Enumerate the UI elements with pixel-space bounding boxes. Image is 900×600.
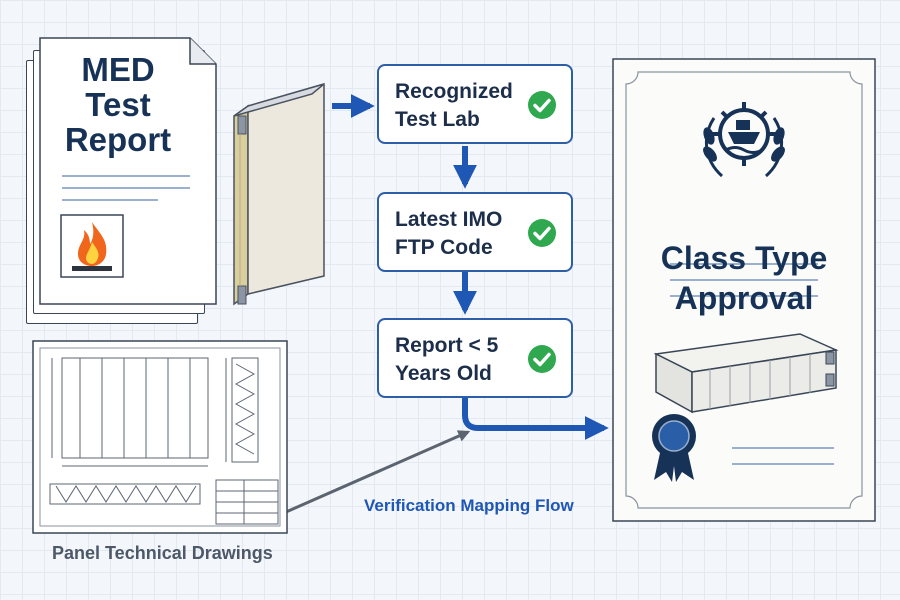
certificate-title-line-2: Approval: [674, 280, 814, 316]
step-1-label: Recognized Test Lab: [395, 78, 525, 134]
step-1-line-2: Test Lab: [395, 108, 480, 131]
report-title-line-3: Report: [64, 121, 172, 158]
panel-sample-icon: [233, 83, 325, 306]
step-3-line-2: Years Old: [395, 362, 492, 385]
arrow-drawings-to-flow: [285, 430, 471, 514]
approved-panel-icon: [653, 333, 839, 414]
section-view: [225, 357, 259, 463]
rosette-seal-icon: [652, 414, 696, 482]
ship-wheel-emblem-icon: [703, 102, 785, 178]
flow-caption: Verification Mapping Flow: [364, 496, 574, 515]
check-icon: [528, 219, 556, 247]
front-elevation: [51, 357, 209, 467]
check-icon: [528, 91, 556, 119]
step-recognized-test-lab: Recognized Test Lab: [377, 64, 573, 144]
check-icon: [528, 345, 556, 373]
step-2-line-2: FTP Code: [395, 236, 493, 259]
step-2-label: Latest IMO FTP Code: [395, 206, 525, 262]
report-title-line-1: MED: [81, 51, 155, 88]
title-block: [215, 479, 279, 525]
report-title-line-2: Test: [85, 86, 151, 123]
panel-technical-drawing: [32, 340, 288, 534]
step-latest-imo-ftp-code: Latest IMO FTP Code: [377, 192, 573, 272]
report-title: MED Test Report: [38, 52, 198, 157]
step-1-line-1: Recognized: [395, 80, 513, 103]
flame-icon: [60, 214, 124, 278]
med-test-report: MED Test Report: [18, 30, 228, 330]
step-2-line-1: Latest IMO: [395, 208, 503, 231]
certificate-title-line-1: Class Type: [660, 240, 828, 276]
class-type-approval-certificate: Class Type Approval: [612, 58, 876, 522]
plan-view: [49, 483, 201, 505]
step-report-age: Report < 5 Years Old: [377, 318, 573, 398]
step-3-label: Report < 5 Years Old: [395, 332, 525, 388]
certificate-title: Class Type Approval: [612, 238, 876, 318]
arrow-age-to-certificate: [462, 398, 609, 440]
step-3-line-1: Report < 5: [395, 334, 499, 357]
drawings-caption: Panel Technical Drawings: [52, 543, 273, 563]
